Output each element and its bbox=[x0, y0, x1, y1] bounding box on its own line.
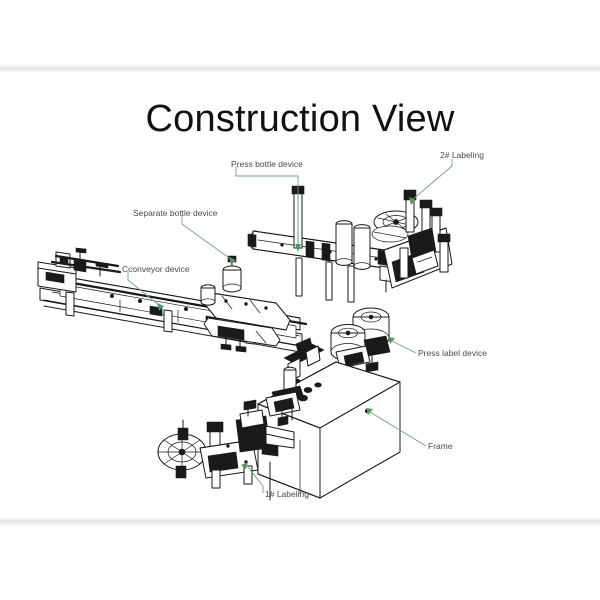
callout-label-frame: Frame bbox=[428, 441, 453, 451]
callout-label-press-bottle-device: Press bottle device bbox=[231, 159, 303, 169]
labeling-station-1-drawing bbox=[157, 399, 295, 489]
callout-label-press-label-device: Press label device bbox=[418, 348, 487, 358]
labeling-station-2-drawing bbox=[371, 189, 453, 289]
separate-bottle-device-drawing bbox=[200, 255, 291, 353]
callout-label-1-labeling: 1# Labeling bbox=[265, 489, 309, 499]
callout-label-2-labeling: 2# Labeling bbox=[440, 150, 484, 160]
page-title: Construction View bbox=[145, 98, 455, 140]
callout-label-conveyor-device: Cconveyor device bbox=[122, 264, 190, 274]
callout-label-separate-bottle-device: Separate bottle device bbox=[133, 208, 218, 218]
leader-lines bbox=[127, 159, 453, 493]
press-bottle-device-drawing bbox=[247, 185, 404, 303]
press-label-device-drawing bbox=[330, 307, 391, 377]
frame-drawing bbox=[257, 337, 401, 501]
